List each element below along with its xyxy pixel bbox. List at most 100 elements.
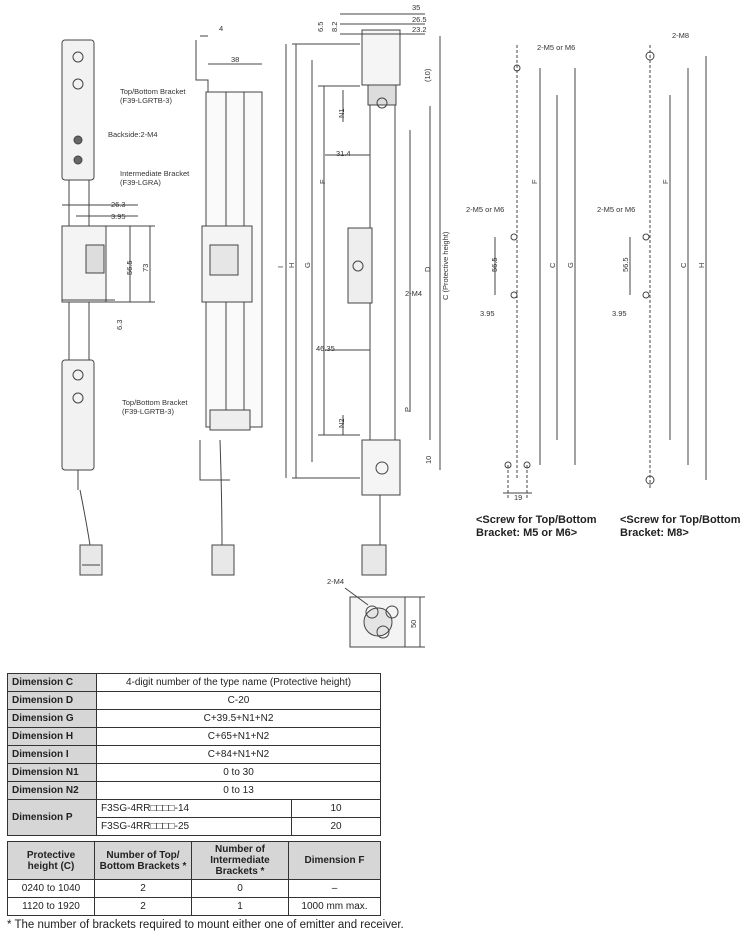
row-value: C+39.5+N1+N2 — [96, 709, 381, 728]
label-backside: Backside:2-M4 — [108, 130, 158, 139]
dim-n2: N2 — [337, 418, 346, 428]
cell: – — [288, 879, 381, 898]
dimensioned-view — [285, 13, 441, 576]
table-row: 1120 to 1920 2 1 1000 mm max. — [7, 897, 381, 916]
dim-g-2: G — [566, 262, 575, 268]
cell: 1000 mm max. — [288, 897, 381, 916]
caption-m5m6-line1: <Screw for Top/Bottom — [476, 514, 597, 526]
dim-n1: N1 — [337, 108, 346, 118]
bottom-detail-view — [344, 587, 425, 648]
dim-35: 35 — [412, 3, 420, 12]
label-intermediate-bracket: Intermediate Bracket — [120, 169, 190, 178]
dim-31-4: 31.4 — [336, 149, 351, 158]
p-value: 20 — [291, 817, 381, 836]
label-m8-top: 2-M8 — [672, 31, 689, 40]
dim-26-5: 26.5 — [412, 15, 427, 24]
dim-3-95-a: 3.95 — [111, 212, 126, 221]
col-header: Number of Top/ Bottom Brackets * — [94, 841, 192, 880]
table-row: F3SG-4RR□□□□-25 20 — [8, 817, 381, 836]
dim-h-3: H — [697, 263, 706, 268]
row-value: C+65+N1+N2 — [96, 727, 381, 746]
col-header: Protective height (C) — [7, 841, 95, 880]
dimension-drawing: Top/Bottom Bracket (F39-LGRTB-3) Backsid… — [61, 3, 707, 648]
label-bottom-bracket: Top/Bottom Bracket — [122, 398, 188, 407]
row-name: Dimension N1 — [7, 763, 97, 782]
dim-56-5-b: 56.5 — [490, 257, 499, 272]
row-name-p: Dimension P — [7, 799, 97, 836]
cell: 0 — [191, 879, 289, 898]
side-view — [195, 35, 263, 576]
row-name: Dimension N2 — [7, 781, 97, 800]
row-value: C-20 — [96, 691, 381, 710]
bracket-table: Protective height (C) Number of Top/ Bot… — [7, 841, 381, 916]
table-header-row: Protective height (C) Number of Top/ Bot… — [7, 841, 381, 880]
dim-73: 73 — [141, 264, 150, 272]
dim-d: D — [423, 266, 432, 272]
dim-56-5-c: 56.5 — [621, 257, 630, 272]
table-row: 0240 to 1040 2 0 – — [7, 879, 381, 898]
dim-c-3: C — [679, 262, 688, 268]
row-value: C+84+N1+N2 — [96, 745, 381, 764]
dim-c-2: C — [548, 262, 557, 268]
cell: 2 — [94, 897, 192, 916]
dim-8-2: 8.2 — [330, 22, 339, 32]
dim-3-95-b: 3.95 — [480, 309, 495, 318]
dim-10-top: (10) — [423, 68, 432, 82]
dim-26-3: 26.3 — [111, 200, 126, 209]
label-m4-side: 2-M4 — [405, 289, 422, 298]
dim-23-2: 23.2 — [412, 25, 427, 34]
dim-h-1: H — [287, 263, 296, 268]
caption-m8-line1: <Screw for Top/Bottom — [620, 514, 741, 526]
dim-p: P — [403, 407, 412, 412]
dim-4: 4 — [219, 24, 223, 33]
dim-f-1: F — [318, 179, 327, 184]
cell: 2 — [94, 879, 192, 898]
label-m5m6-top: 2-M5 or M6 — [537, 43, 575, 52]
label-m5m6-mid-right: 2-M5 or M6 — [597, 205, 635, 214]
label-bottom-bracket-model: (F39-LGRTB-3) — [122, 407, 174, 416]
dim-50: 50 — [409, 620, 418, 628]
col-header: Dimension F — [288, 841, 381, 880]
caption-m8-line2: Bracket: M8> — [620, 527, 689, 539]
caption-m5m6-line2: Bracket: M5 or M6> — [476, 527, 578, 539]
dim-19: 19 — [514, 493, 522, 502]
row-value: 4-digit number of the type name (Protect… — [96, 673, 381, 692]
cell: 1 — [191, 897, 289, 916]
dim-i: I — [276, 266, 285, 268]
row-value: 0 to 30 — [96, 763, 381, 782]
row-name: Dimension G — [7, 709, 97, 728]
label-m4-bottom: 2-M4 — [327, 577, 344, 586]
caption-m8: <Screw for Top/Bottom Bracket: M8> — [620, 514, 741, 540]
p-model: F3SG-4RR□□□□-14 — [96, 799, 292, 818]
dim-f-2: F — [530, 179, 539, 184]
label-intermediate-bracket-model: (F39-LGRA) — [120, 178, 161, 187]
table-row: Dimension P F3SG-4RR□□□□-14 10 — [7, 799, 381, 836]
p-value: 10 — [291, 799, 381, 818]
front-view — [61, 39, 155, 576]
row-name: Dimension D — [7, 691, 97, 710]
label-protective-height: C (Protective height) — [441, 231, 450, 300]
cell: 0240 to 1040 — [7, 879, 95, 898]
screw-pattern-m5m6 — [507, 45, 528, 498]
row-name: Dimension H — [7, 727, 97, 746]
row-name: Dimension C — [7, 673, 97, 692]
label-top-bracket: Top/Bottom Bracket — [120, 87, 186, 96]
label-m5m6-mid-left: 2-M5 or M6 — [466, 205, 504, 214]
dim-10-bottom: 10 — [424, 456, 433, 464]
dim-3-95-c: 3.95 — [612, 309, 627, 318]
cell: 1120 to 1920 — [7, 897, 95, 916]
dim-46-35: 46.35 — [316, 344, 335, 353]
dim-38: 38 — [231, 55, 239, 64]
footnote: * The number of brackets required to mou… — [7, 919, 404, 931]
dim-56-5-a: 56.5 — [125, 260, 134, 275]
p-model: F3SG-4RR□□□□-25 — [96, 817, 292, 836]
row-name: Dimension I — [7, 745, 97, 764]
label-top-bracket-model: (F39-LGRTB-3) — [120, 96, 172, 105]
row-value: 0 to 13 — [96, 781, 381, 800]
